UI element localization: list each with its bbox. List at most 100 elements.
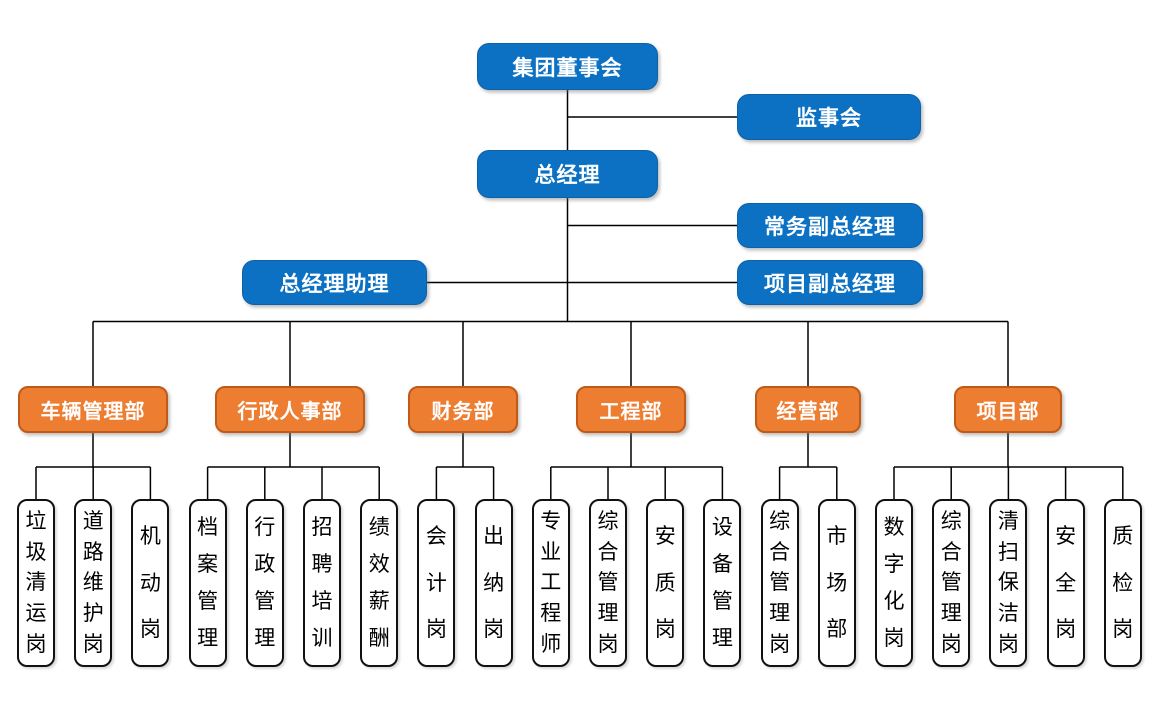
node-supervisory-board: 监事会 (737, 94, 921, 140)
position-char: 数 (883, 515, 905, 539)
position-char: 岗 (425, 616, 447, 641)
position-box: 数字化岗 (875, 499, 913, 667)
department-box: 财务部 (408, 386, 518, 433)
node-general-manager: 总经理 (477, 150, 658, 198)
department-box: 车辆管理部 (18, 386, 168, 433)
position-char: 行 (254, 515, 276, 539)
position-char: 招 (311, 515, 333, 539)
position-box: 设备管理 (703, 499, 742, 667)
position-char: 程 (540, 601, 562, 626)
position-char: 管 (711, 589, 733, 613)
position-char: 酬 (368, 626, 390, 650)
position-char: 薪 (368, 589, 390, 613)
position-char: 全 (1055, 570, 1077, 595)
position-char: 岗 (597, 632, 619, 657)
position-char: 岗 (654, 616, 676, 641)
position-char: 运 (25, 601, 47, 626)
position-char: 岗 (483, 616, 505, 641)
position-box: 招聘培训 (303, 499, 341, 667)
position-char: 政 (254, 552, 276, 576)
position-char: 动 (139, 570, 161, 595)
position-char: 安 (1055, 524, 1077, 549)
position-char: 场 (826, 570, 848, 595)
position-char: 洁 (997, 601, 1019, 626)
position-char: 计 (425, 570, 447, 595)
position-char: 理 (769, 601, 791, 626)
position-char: 岗 (769, 632, 791, 657)
position-char: 管 (254, 589, 276, 613)
position-char: 合 (597, 539, 619, 564)
position-char: 机 (139, 524, 161, 549)
position-char: 工 (540, 570, 562, 595)
position-char: 市 (826, 524, 848, 549)
position-char: 路 (82, 539, 104, 564)
position-char: 岗 (997, 632, 1019, 657)
position-char: 岗 (139, 616, 161, 641)
position-char: 清 (25, 570, 47, 595)
position-char: 岗 (82, 632, 104, 657)
position-box: 出纳岗 (474, 499, 513, 667)
position-char: 岗 (25, 632, 47, 657)
position-char: 培 (311, 589, 333, 613)
position-char: 道 (82, 508, 104, 533)
position-char: 综 (940, 508, 962, 533)
position-char: 设 (711, 515, 733, 539)
position-char: 管 (197, 589, 219, 613)
position-box: 会计岗 (417, 499, 456, 667)
position-box: 市场部 (817, 499, 856, 667)
position-char: 质 (1112, 524, 1134, 549)
position-char: 圾 (25, 539, 47, 564)
position-box: 综合管理岗 (932, 499, 971, 667)
position-box: 专业工程师 (531, 499, 570, 667)
position-box: 质检岗 (1103, 499, 1142, 667)
position-char: 理 (597, 601, 619, 626)
position-box: 综合管理岗 (589, 499, 627, 667)
position-char: 护 (82, 601, 104, 626)
position-char: 师 (540, 632, 562, 657)
position-box: 清扫保洁岗 (989, 499, 1028, 667)
position-char: 效 (368, 552, 390, 576)
position-char: 业 (540, 539, 562, 564)
position-char: 管 (769, 570, 791, 595)
position-char: 纳 (483, 570, 505, 595)
position-box: 道路维护岗 (74, 499, 113, 667)
department-box: 工程部 (576, 386, 686, 433)
position-char: 会 (425, 524, 447, 549)
position-char: 化 (883, 589, 905, 613)
position-char: 质 (654, 570, 676, 595)
position-char: 部 (826, 616, 848, 641)
position-char: 岗 (940, 632, 962, 657)
position-char: 合 (940, 539, 962, 564)
position-char: 岗 (883, 626, 905, 650)
position-char: 专 (540, 508, 562, 533)
position-char: 案 (197, 552, 219, 576)
position-char: 保 (997, 570, 1019, 595)
position-char: 训 (311, 626, 333, 650)
position-char: 理 (254, 626, 276, 650)
position-char: 维 (82, 570, 104, 595)
node-project-deputy-gm: 项目副总经理 (737, 260, 923, 305)
position-char: 字 (883, 552, 905, 576)
node-gm-assistant: 总经理助理 (242, 260, 427, 305)
department-box: 经营部 (755, 386, 861, 433)
position-char: 备 (711, 552, 733, 576)
department-box: 项目部 (954, 386, 1062, 433)
position-char: 理 (711, 626, 733, 650)
department-box: 行政人事部 (215, 386, 365, 433)
position-box: 综合管理岗 (760, 499, 799, 667)
position-char: 聘 (311, 552, 333, 576)
position-char: 检 (1112, 570, 1134, 595)
position-box: 安全岗 (1046, 499, 1085, 667)
position-char: 理 (940, 601, 962, 626)
position-char: 理 (197, 626, 219, 650)
node-group-board: 集团董事会 (477, 43, 658, 90)
position-char: 清 (997, 508, 1019, 533)
position-box: 档案管理 (188, 499, 227, 667)
position-char: 岗 (1055, 616, 1077, 641)
position-box: 行政管理 (245, 499, 284, 667)
position-char: 垃 (25, 508, 47, 533)
position-char: 管 (940, 570, 962, 595)
position-char: 综 (769, 508, 791, 533)
